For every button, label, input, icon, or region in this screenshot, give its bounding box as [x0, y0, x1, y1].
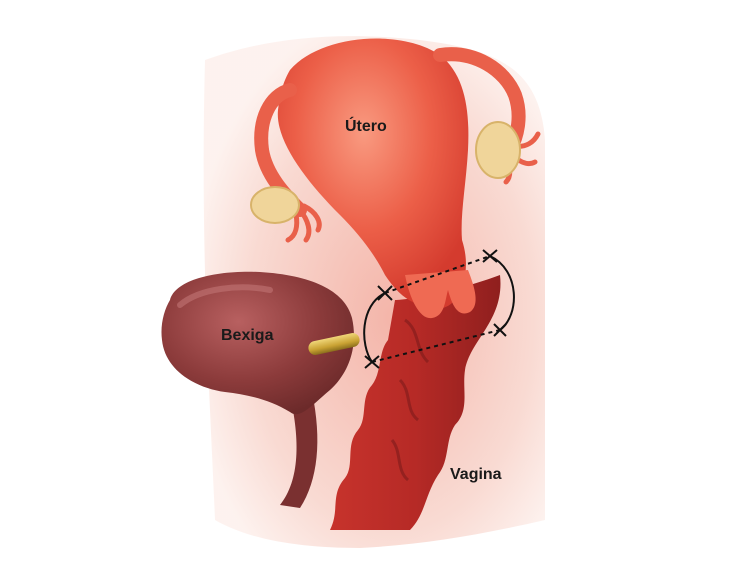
bladder-highlight — [177, 284, 273, 308]
uterus-label: Útero — [345, 118, 387, 135]
vagina-ridges — [390, 318, 430, 482]
right-ovary — [475, 121, 521, 179]
bladder — [161, 271, 354, 415]
bladder-label: Bexiga — [221, 327, 274, 344]
surgical-suture-icon — [363, 249, 515, 369]
urethra — [280, 392, 318, 508]
vagina-label: Vagina — [450, 466, 502, 483]
catheter-icon — [308, 333, 360, 355]
left-fimbriae — [285, 203, 322, 243]
left-ovary — [250, 186, 300, 224]
cervix — [405, 270, 476, 319]
vagina-canal — [330, 275, 501, 530]
uterus — [277, 38, 469, 309]
